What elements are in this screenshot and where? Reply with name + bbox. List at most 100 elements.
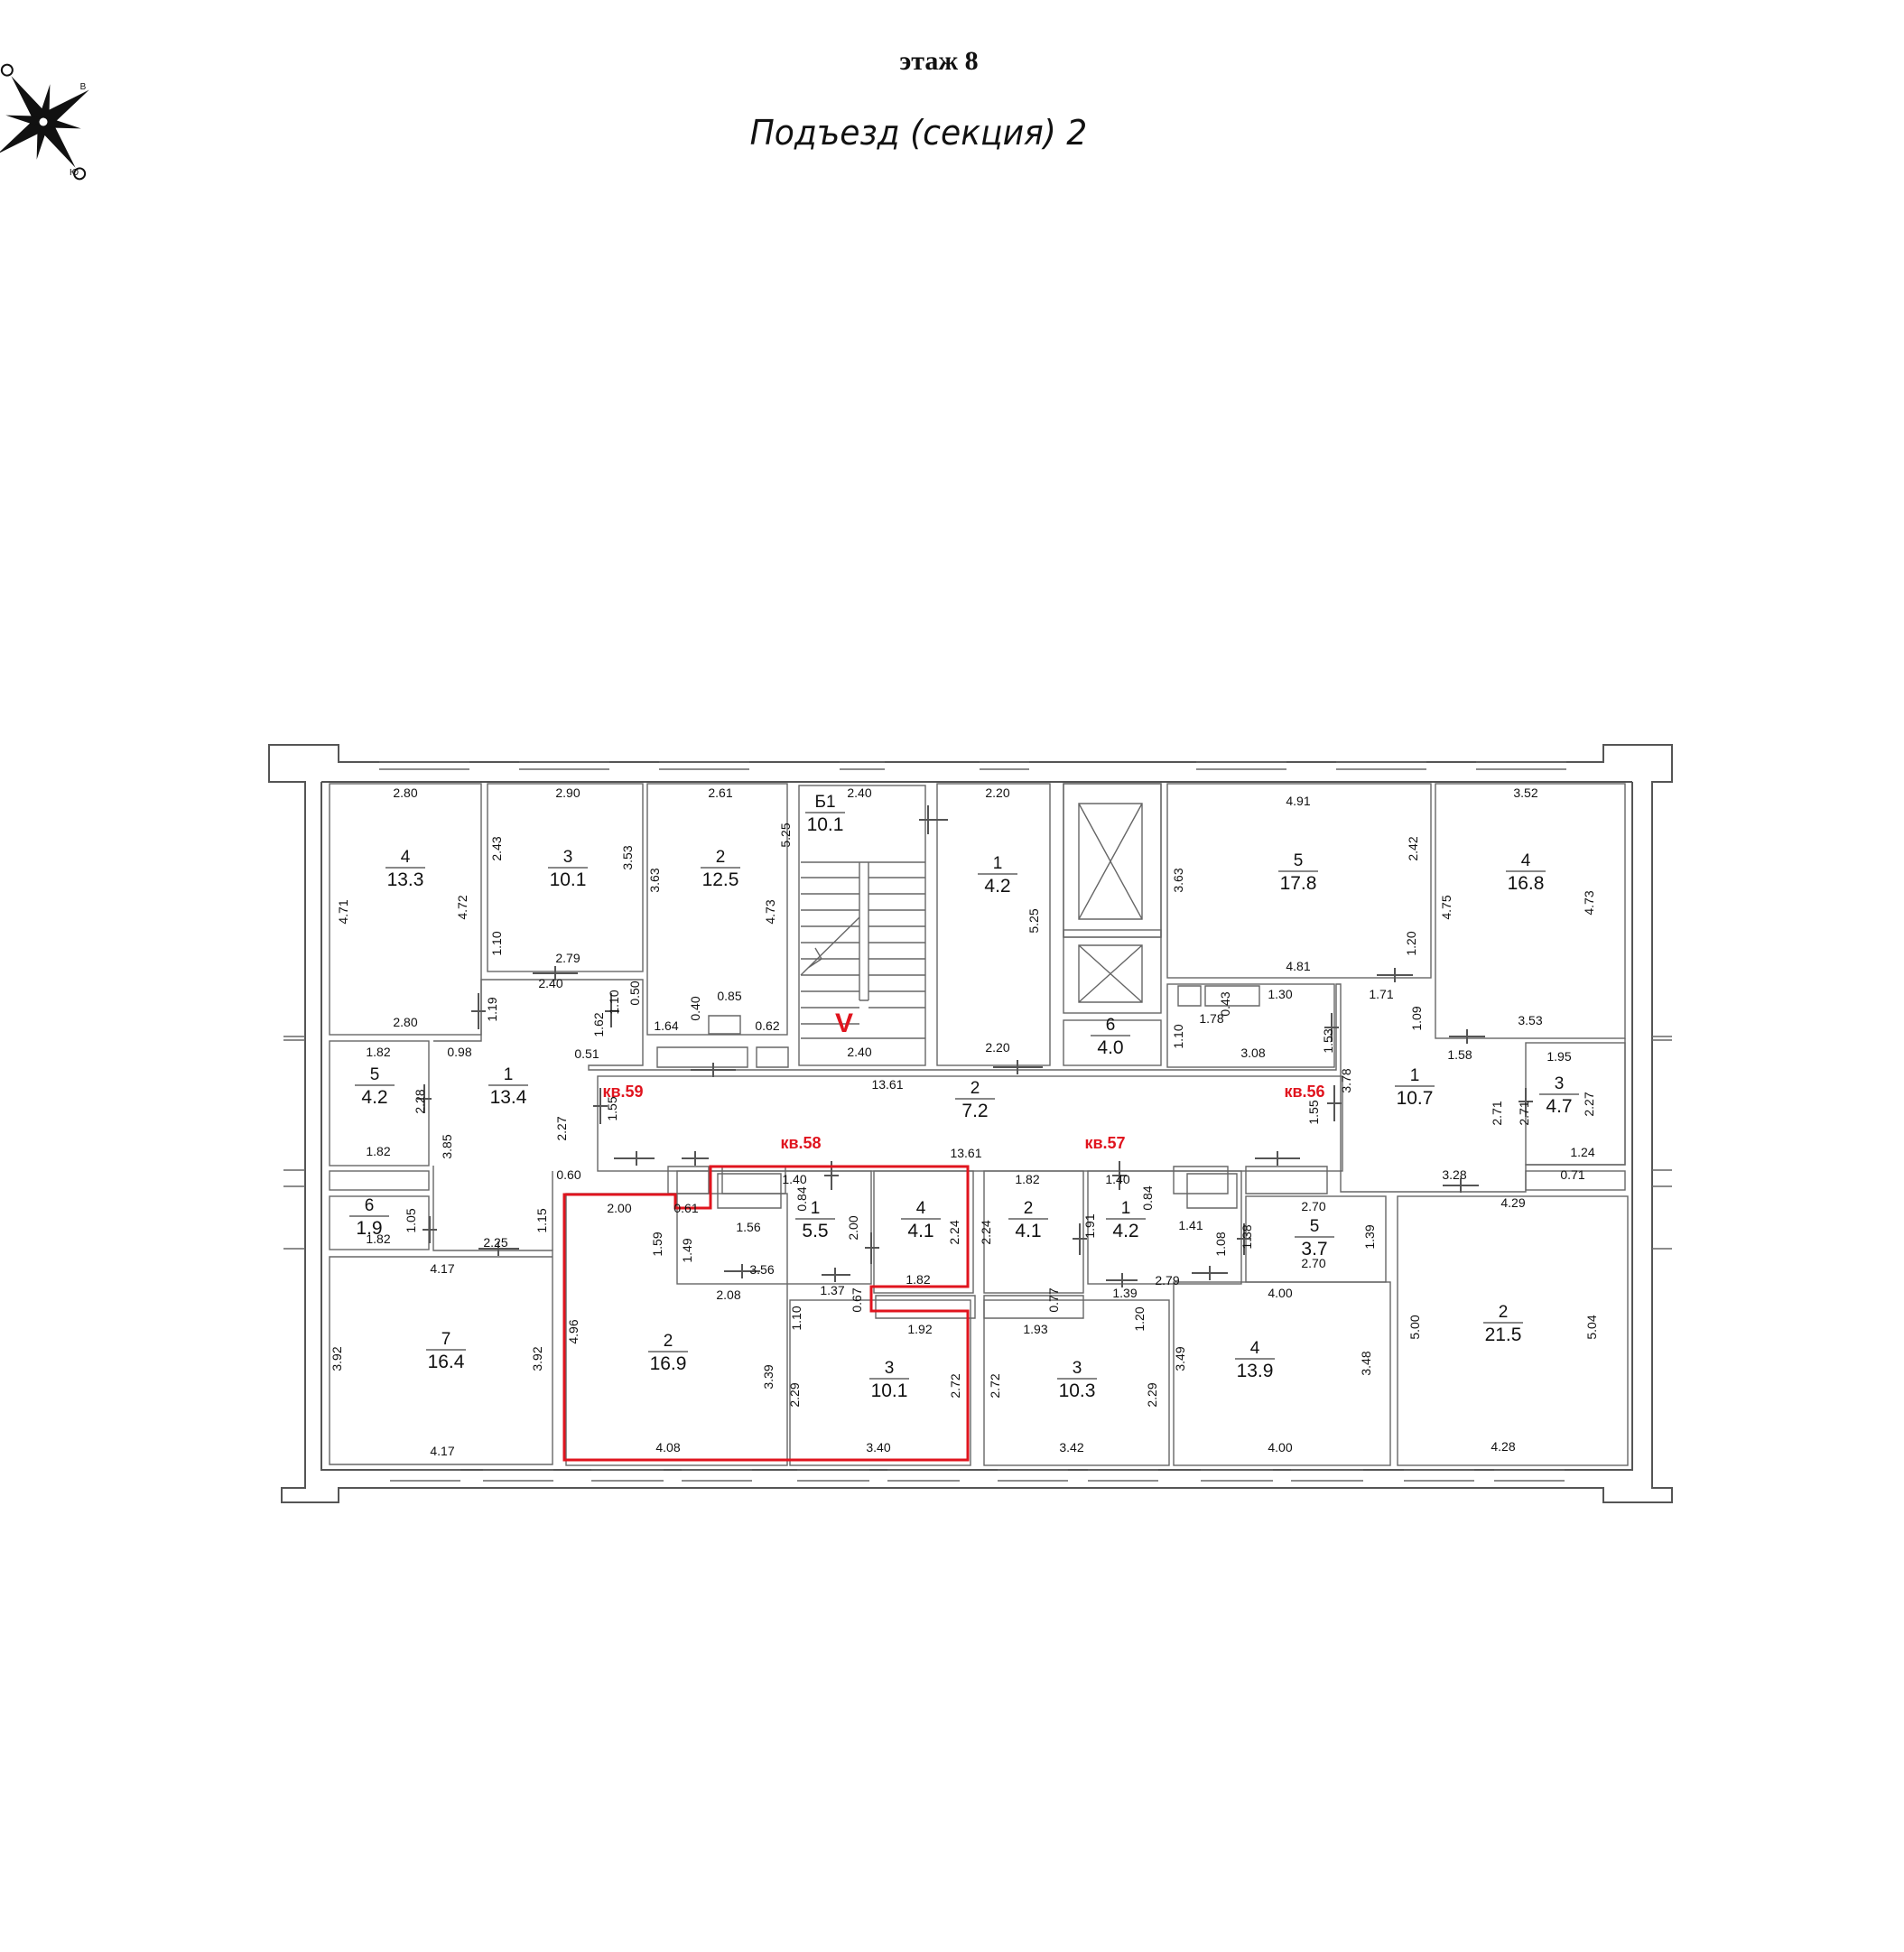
dimension-label: 4.73 <box>1582 890 1596 915</box>
dimension-label: 1.40 <box>1105 1172 1129 1186</box>
dimension-label: 0.51 <box>574 1046 599 1061</box>
room-r59-3: 310.1 <box>548 848 588 890</box>
room-r56-6: 64.0 <box>1091 1016 1130 1058</box>
dimension-label: 1.24 <box>1570 1145 1594 1159</box>
dimension-label: 3.40 <box>866 1440 890 1455</box>
room-number: 2 <box>1024 1199 1034 1218</box>
room-area: 4.7 <box>1546 1096 1572 1117</box>
dimension-label: 1.91 <box>1082 1213 1097 1238</box>
room-r56-3: 34.7 <box>1539 1074 1579 1117</box>
dimension-label: 0.71 <box>1560 1167 1584 1182</box>
dimension-label: 1.53 <box>1321 1028 1335 1053</box>
dimension-label: 4.72 <box>455 895 469 919</box>
room-number: 5 <box>1310 1217 1320 1236</box>
dimension-label: 3.85 <box>440 1134 454 1158</box>
dimension-label: 2.24 <box>979 1220 993 1244</box>
room-number: 2 <box>971 1079 980 1098</box>
dimension-label: 3.08 <box>1240 1046 1265 1060</box>
room-r56-2: 221.5 <box>1483 1303 1523 1345</box>
dimension-label: 1.37 <box>820 1283 844 1297</box>
room-number: 5 <box>370 1065 380 1084</box>
dimension-label: 2.79 <box>1155 1273 1179 1287</box>
dimension-label: 2.27 <box>1582 1092 1596 1116</box>
room-number: 4 <box>1250 1339 1260 1358</box>
dimension-label: 1.20 <box>1132 1306 1147 1331</box>
dimension-label: 2.25 <box>483 1235 507 1250</box>
room-area: 7.2 <box>961 1101 988 1121</box>
dimension-label: 1.82 <box>366 1144 390 1158</box>
room-r56-5b: 53.7 <box>1295 1217 1334 1260</box>
room-number: 1 <box>1121 1199 1131 1218</box>
dimension-label: 2.42 <box>1406 836 1420 860</box>
room-number: 6 <box>365 1196 375 1215</box>
dimension-label: 3.28 <box>1442 1167 1466 1182</box>
room-area: 4.1 <box>1015 1221 1041 1241</box>
interior-walls <box>329 783 1629 1466</box>
dimension-label: 2.20 <box>985 1040 1009 1055</box>
room-area: 4.0 <box>1097 1037 1123 1058</box>
room-area: 17.8 <box>1280 873 1317 894</box>
dimension-label: 3.56 <box>749 1262 774 1277</box>
apartment-label-kv58: кв.58 <box>780 1134 821 1152</box>
dimension-label: 3.42 <box>1059 1440 1083 1455</box>
room-number: 2 <box>664 1332 673 1351</box>
dimension-label: 1.82 <box>1015 1172 1039 1186</box>
dimension-label: 4.81 <box>1286 959 1310 973</box>
dimension-label: 5.04 <box>1584 1315 1599 1339</box>
entrance-mark: V <box>835 1009 853 1038</box>
room-number: 1 <box>993 854 1003 873</box>
dimension-label: 4.71 <box>336 899 350 924</box>
room-r57-1: 14.2 <box>1106 1199 1146 1241</box>
room-number: 4 <box>916 1199 926 1218</box>
dimension-label: 1.15 <box>534 1208 549 1232</box>
dimension-label: 1.10 <box>789 1306 803 1330</box>
room-area: 13.4 <box>490 1087 527 1108</box>
room-number: 5 <box>1294 851 1304 870</box>
dimension-label: 1.92 <box>907 1322 932 1336</box>
dimension-label: 2.70 <box>1301 1256 1325 1270</box>
dimension-label: 1.82 <box>366 1232 390 1246</box>
dimension-label: 4.28 <box>1491 1439 1515 1454</box>
room-area: 16.4 <box>428 1352 465 1372</box>
dimension-label: 2.72 <box>948 1373 962 1398</box>
dimension-label: 0.84 <box>1140 1185 1155 1210</box>
dimension-label: 0.84 <box>794 1186 809 1211</box>
room-area: 4.1 <box>907 1221 933 1241</box>
dimension-label: 2.43 <box>489 836 504 860</box>
dimension-label: 0.50 <box>627 981 642 1005</box>
dimension-label: 2.29 <box>1145 1382 1159 1407</box>
room-r58-3: 310.1 <box>869 1359 909 1401</box>
dimension-label: 1.09 <box>1409 1006 1424 1030</box>
dimension-label: 1.40 <box>782 1172 806 1186</box>
dimension-label: 2.61 <box>708 785 732 800</box>
room-area: 10.3 <box>1059 1380 1096 1401</box>
compass-north-label: В <box>80 82 87 92</box>
dimension-label: 5.25 <box>778 823 793 847</box>
dimension-label: 1.39 <box>1112 1286 1137 1300</box>
dimension-label: 2.40 <box>847 785 871 800</box>
room-number: Б1 <box>814 793 835 812</box>
dimension-label: 4.17 <box>430 1261 454 1276</box>
dimension-label: 2.80 <box>393 785 417 800</box>
doors <box>417 805 1533 1287</box>
room-area: 1.9 <box>356 1218 382 1239</box>
dimension-label: 4.00 <box>1268 1286 1292 1300</box>
apartment-label-kv57: кв.57 <box>1084 1134 1125 1152</box>
room-r59-7: 716.4 <box>426 1330 466 1372</box>
dimension-label: 3.52 <box>1513 785 1537 800</box>
dimension-label: 2.71 <box>1490 1101 1504 1125</box>
room-r59-1: 113.4 <box>488 1065 528 1108</box>
dimension-label: 0.60 <box>556 1167 580 1182</box>
dimension-label: 1.78 <box>1199 1011 1223 1026</box>
dimension-label: 3.92 <box>330 1346 344 1371</box>
room-labels: 413.3310.1212.5Б110.114.2517.8416.854.21… <box>349 793 1579 1401</box>
room-number: 2 <box>716 848 726 867</box>
room-number: 6 <box>1106 1016 1116 1035</box>
dimension-label: 1.64 <box>654 1018 678 1033</box>
dimension-label: 13.61 <box>950 1146 981 1160</box>
room-area: 10.7 <box>1397 1088 1434 1109</box>
dimension-label: 2.70 <box>1301 1199 1325 1213</box>
